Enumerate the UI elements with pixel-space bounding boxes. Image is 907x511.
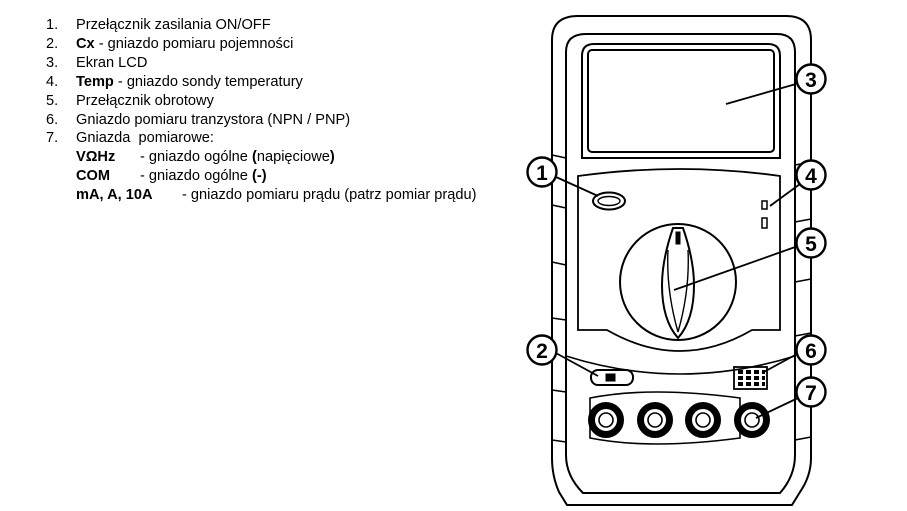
jack-desc: - gniazdo ogólne	[140, 149, 252, 166]
legend-item-3: 3. Ekran LCD	[46, 54, 526, 73]
legend-text: - gniazdo sondy temperatury	[113, 73, 303, 90]
legend-number: 5.	[46, 92, 59, 109]
rotary-switch[interactable]	[619, 223, 737, 341]
meter-body	[565, 33, 796, 494]
jack-2[interactable]	[637, 402, 673, 438]
lcd-bezel	[581, 43, 781, 159]
leader-6	[761, 353, 798, 374]
legend-number: 6.	[46, 111, 59, 128]
lower-panel-line	[565, 355, 796, 375]
capacitance-socket	[590, 369, 634, 386]
input-jacks	[588, 402, 770, 438]
jack-desc-bold: (-)	[251, 168, 267, 185]
legend-text: Gniazdo pomiaru tranzystora (NPN / PNP)	[76, 111, 351, 128]
temp-socket-bottom	[761, 217, 768, 229]
component-legend: 1. Przełącznik zasilania ON/OFF 2. Cx - …	[46, 16, 526, 205]
legend-item-5: 5. Przełącznik obrotowy	[46, 92, 526, 111]
legend-item-2: 2. Cx - gniazdo pomiaru pojemności	[46, 35, 526, 54]
jack-1[interactable]	[588, 402, 624, 438]
jack-desc-end: )	[329, 149, 335, 166]
legend-text: Przełącznik zasilania ON/OFF	[76, 17, 271, 33]
leader-2	[553, 351, 599, 377]
jack-symbol: mA, A, 10A	[76, 187, 153, 204]
callout-7: 7	[795, 376, 827, 408]
jack-symbol: COM	[76, 168, 111, 185]
jack-panel	[589, 391, 741, 445]
capacitance-socket-slot	[605, 373, 616, 382]
jack-desc-mid: napięciowe	[256, 149, 330, 166]
callout-1: 1	[526, 156, 558, 188]
callout-4: 4	[795, 159, 827, 191]
power-button-inner	[597, 195, 621, 207]
rotary-knob[interactable]	[660, 227, 696, 340]
leader-7	[755, 397, 799, 419]
legend-text: Ekran LCD	[76, 54, 148, 71]
jack-3[interactable]	[685, 402, 721, 438]
jack-com: COM - gniazdo ogólne (-)	[46, 167, 526, 186]
transistor-socket	[733, 366, 768, 390]
legend-number: 4.	[46, 73, 59, 90]
leader-5	[673, 245, 799, 291]
legend-item-1: 1. Przełącznik zasilania ON/OFF	[46, 16, 526, 35]
jack-symbol: VΩHz	[76, 149, 116, 166]
leader-1	[555, 176, 599, 197]
legend-item-4: 4. Temp - gniazdo sondy temperatury	[46, 73, 526, 92]
callout-label: 1	[536, 162, 548, 185]
jack-desc-bold: (	[251, 149, 257, 166]
legend-number: 3.	[46, 54, 59, 71]
legend-number: 1.	[46, 17, 59, 33]
legend-text: Przełącznik obrotowy	[76, 92, 214, 109]
outer-holster	[551, 15, 812, 506]
transistor-socket-pins	[738, 370, 765, 386]
callout-label: 5	[805, 233, 817, 256]
jack-vohz: VΩHz - gniazdo ogólne (napięciowe)	[46, 148, 526, 167]
callout-label: 4	[805, 165, 817, 188]
legend-text: - gniazdo pomiaru pojemności	[94, 35, 294, 52]
callout-5: 5	[795, 227, 827, 259]
lcd-screen	[587, 49, 775, 153]
legend-bold: Temp	[76, 73, 114, 90]
jack-4[interactable]	[734, 402, 770, 438]
leader-lines	[553, 83, 801, 419]
power-button[interactable]	[592, 191, 626, 211]
rotary-knob-grip	[667, 249, 689, 333]
legend-text: Gniazda pomiarowe:	[76, 130, 214, 147]
jack-desc: - gniazdo pomiaru prądu (patrz pomiar pr…	[182, 187, 477, 204]
jack-current: mA, A, 10A - gniazdo pomiaru prądu (patr…	[46, 186, 526, 205]
legend-item-6: 6. Gniazdo pomiaru tranzystora (NPN / PN…	[46, 111, 526, 130]
callout-2: 2	[526, 334, 558, 366]
rotary-knob-pointer	[675, 231, 681, 245]
temp-socket-top	[761, 200, 768, 210]
legend-bold: Cx	[76, 35, 95, 52]
callout-label: 3	[805, 69, 817, 92]
jack-desc: - gniazdo ogólne	[140, 168, 252, 185]
legend-item-7: 7. Gniazda pomiarowe:	[46, 129, 526, 148]
legend-number: 2.	[46, 35, 59, 52]
callout-label: 7	[805, 382, 817, 405]
callout-3: 3	[795, 63, 827, 95]
callout-label: 2	[536, 340, 548, 363]
control-panel	[577, 168, 781, 352]
leader-3	[725, 83, 797, 105]
callout-6: 6	[795, 334, 827, 366]
legend-number: 7.	[46, 130, 59, 147]
callout-badges: 1 2 3 4 5 6 7	[526, 63, 827, 408]
callout-label: 6	[805, 340, 817, 363]
left-grip-ribs	[551, 154, 567, 443]
leader-4	[769, 183, 801, 207]
